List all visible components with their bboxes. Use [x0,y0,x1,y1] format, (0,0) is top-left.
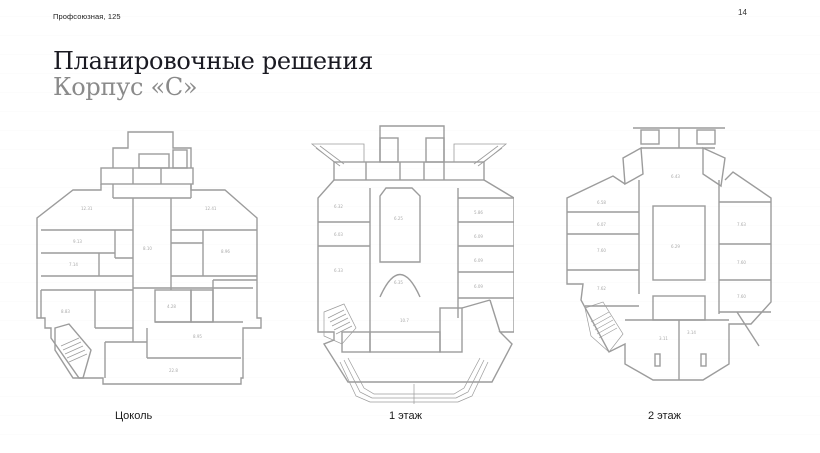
svg-text:5.86: 5.86 [474,210,483,215]
svg-text:8.96: 8.96 [221,249,230,254]
page-subtitle: Корпус «С» [53,73,198,101]
svg-text:6.35: 6.35 [394,280,403,285]
svg-text:10.7: 10.7 [400,318,409,323]
svg-text:8.83: 8.83 [61,309,70,314]
svg-text:4.28: 4.28 [167,304,176,309]
svg-text:6.58: 6.58 [597,200,606,205]
floor-plan-floor-1: 6.32 6.03 6.33 6.25 6.35 5.86 6.09 6.09 6.09… [304,122,514,407]
floor-plan-basement: 12.31 12.41 9.13 7.14 8.96 8.10 8.83 4.28 8.… [33,128,273,388]
plan-label-floor-2: 2 этаж [648,410,681,422]
svg-text:6.29: 6.29 [671,244,680,249]
svg-text:6.07: 6.07 [597,222,606,227]
svg-text:22.8: 22.8 [169,368,178,373]
address-label: Профсоюзная, 125 [53,12,121,21]
svg-text:6.09: 6.09 [474,258,483,263]
svg-text:3.11: 3.11 [659,336,668,341]
svg-text:6.43: 6.43 [671,174,680,179]
svg-text:6.32: 6.32 [334,204,343,209]
plan-label-basement: Цоколь [115,410,153,422]
svg-text:7.60: 7.60 [737,260,746,265]
svg-text:3.14: 3.14 [687,330,696,335]
svg-text:12.31: 12.31 [81,206,93,211]
plan-label-floor-1: 1 этаж [389,410,422,422]
svg-text:7.60: 7.60 [737,294,746,299]
svg-text:12.41: 12.41 [205,206,217,211]
svg-text:7.62: 7.62 [597,286,606,291]
page-number: 14 [738,8,747,17]
svg-text:6.09: 6.09 [474,234,483,239]
svg-text:8.95: 8.95 [193,334,202,339]
svg-text:6.03: 6.03 [334,232,343,237]
floor-plan-floor-2: 6.58 6.07 7.60 7.62 6.43 6.29 7.63 7.60 7.60… [563,124,778,384]
svg-text:7.60: 7.60 [597,248,606,253]
svg-text:7.14: 7.14 [69,262,78,267]
svg-text:9.13: 9.13 [73,239,82,244]
page-title: Планировочные решения [53,47,373,75]
svg-text:6.09: 6.09 [474,284,483,289]
svg-text:6.25: 6.25 [394,216,403,221]
svg-text:8.10: 8.10 [143,246,152,251]
svg-text:6.33: 6.33 [334,268,343,273]
svg-text:7.63: 7.63 [737,222,746,227]
